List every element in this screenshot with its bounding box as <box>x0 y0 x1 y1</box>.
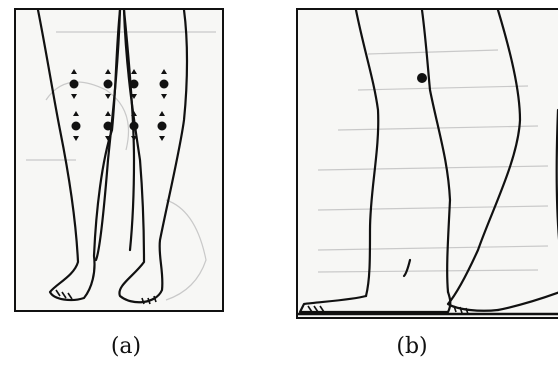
right-leg-outline <box>119 10 187 302</box>
upper-markers <box>70 69 169 99</box>
background-bleed-through <box>318 50 548 272</box>
panel-a-front-view <box>14 8 224 312</box>
marker-point <box>70 69 79 99</box>
panel-b-side-view <box>296 8 558 319</box>
marker-point <box>72 111 81 141</box>
ankle-mark <box>404 260 410 276</box>
front-legs-drawing <box>16 10 224 312</box>
front-leg-outline <box>356 10 378 296</box>
panel-a-caption: (a) <box>86 334 166 359</box>
back-leg-outline <box>448 10 520 311</box>
marker-point <box>160 69 169 99</box>
lower-markers <box>72 111 167 141</box>
side-legs-drawing <box>298 10 558 319</box>
marker-point <box>417 73 427 83</box>
back-foot <box>498 292 558 310</box>
panel-b-caption: (b) <box>372 334 452 359</box>
marker-point <box>158 111 167 141</box>
